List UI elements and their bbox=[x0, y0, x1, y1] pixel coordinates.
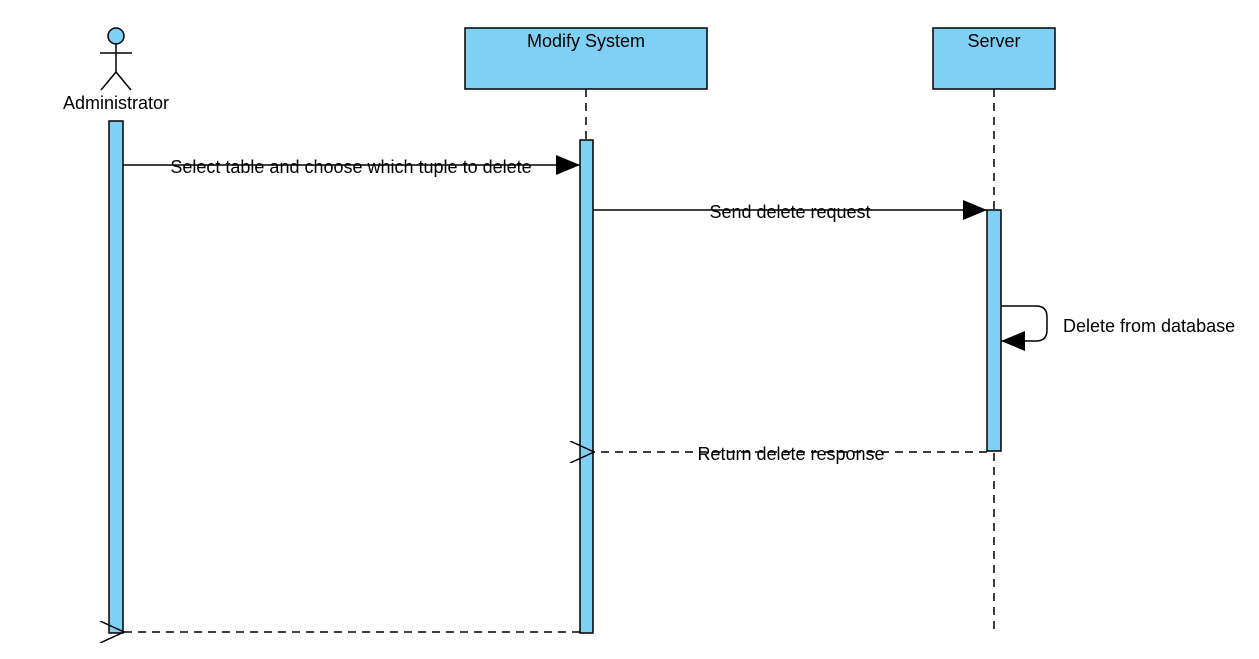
participant-box bbox=[464, 27, 708, 90]
activation-bar-server bbox=[986, 209, 1002, 452]
stick-figure-icon bbox=[100, 27, 132, 91]
participant-box bbox=[932, 27, 1056, 90]
participant-modify-system: Modify System bbox=[464, 27, 708, 140]
message-return-delete-response: Return delete response bbox=[594, 444, 987, 464]
actor-label: Administrator bbox=[63, 93, 169, 113]
message-delete-from-database: Delete from database bbox=[1001, 305, 1235, 351]
message-send-delete-request: Send delete request bbox=[593, 200, 987, 222]
activation-bar-administrator bbox=[108, 120, 124, 634]
activation-bar-modify-system bbox=[579, 139, 594, 634]
message-label: Delete from database bbox=[1063, 316, 1235, 336]
actor-administrator: Administrator bbox=[63, 27, 169, 113]
message-label: Select table and choose which tuple to d… bbox=[170, 157, 531, 177]
message-select-table: Select table and choose which tuple to d… bbox=[123, 155, 580, 177]
participant-label: Modify System bbox=[527, 31, 645, 51]
participant-label: Server bbox=[967, 31, 1020, 51]
message-label: Send delete request bbox=[709, 202, 870, 222]
self-call-arrow bbox=[1001, 305, 1048, 351]
message-label: Return delete response bbox=[697, 444, 884, 464]
